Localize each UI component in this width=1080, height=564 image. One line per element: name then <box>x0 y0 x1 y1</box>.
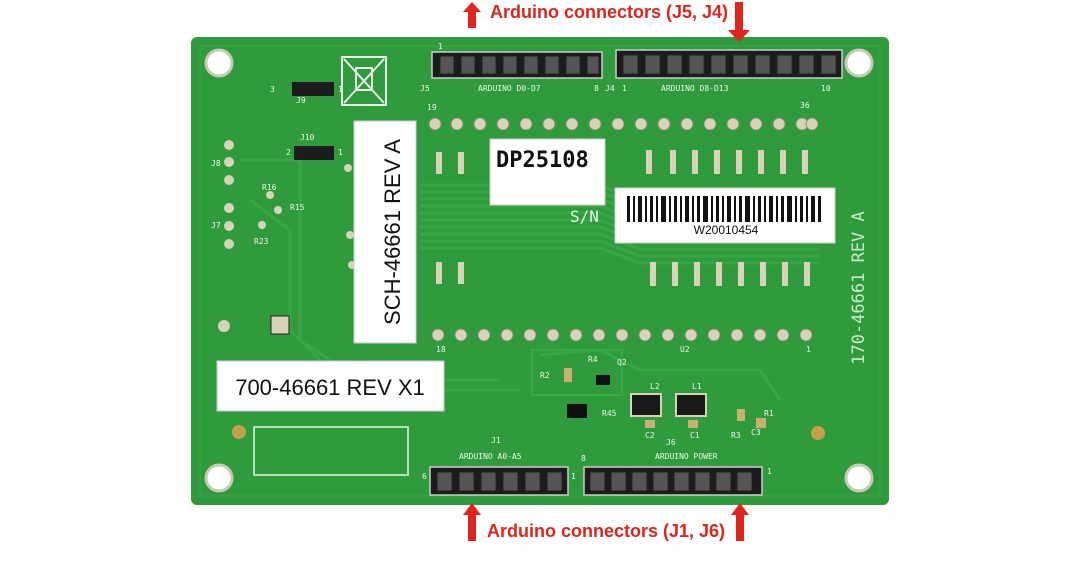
silk-j8: J8 <box>211 159 221 168</box>
silk-j7: J7 <box>211 221 221 230</box>
silk-l2: L2 <box>650 382 660 391</box>
ic-pads-top <box>428 117 819 131</box>
silk-board-id: 170-46661 REV A <box>849 211 869 365</box>
silk-j6-pin1: 1 <box>767 467 772 476</box>
header-j5 <box>431 51 603 79</box>
silk-r4: R4 <box>588 355 598 364</box>
callout-top-connectors: Arduino connectors (J5, J4) <box>490 2 729 22</box>
serial-barcode-sticker <box>614 187 836 244</box>
ic-pads-bottom <box>431 328 813 342</box>
power-circuit <box>531 349 766 428</box>
annotation-arrows <box>463 2 750 541</box>
callout-bottom-connectors: Arduino connectors (J1, J6) <box>487 521 726 541</box>
silk-arduino-d0-d7: ARDUINO D0-D7 <box>478 84 541 93</box>
silk-j10-pin1: 1 <box>338 148 343 157</box>
sch-label-sticker <box>353 120 417 344</box>
silk-pin36: 36 <box>800 101 810 110</box>
silk-j4-pin1: 1 <box>622 84 627 93</box>
silk-arduino-power: ARDUINO POWER <box>655 452 718 461</box>
silkscreen-labels: J5 1 8 ARDUINO D0-D7 J4 1 ARDUINO D8-D13… <box>211 42 831 481</box>
resistor-array-top <box>436 150 808 174</box>
assembly-label-text: 700-46661 REV X1 <box>235 375 425 400</box>
silk-j1-pin1: 1 <box>571 472 576 481</box>
silk-r2: R2 <box>540 371 550 380</box>
silk-j4-pin10: 10 <box>821 84 831 93</box>
silk-r15: R15 <box>290 203 305 212</box>
sch-label-text: SCH-46661 REV A <box>380 139 405 325</box>
serial-number-text: W20010454 <box>694 223 759 237</box>
silk-j9-pin3: 3 <box>270 85 275 94</box>
silk-u2-pin1: 1 <box>806 345 811 354</box>
silk-c1: C1 <box>690 431 700 440</box>
arrow-up-bottom-right-icon <box>731 503 749 541</box>
silk-j5-pin8: 8 <box>594 84 599 93</box>
silk-r1: R1 <box>764 409 774 418</box>
silk-j6-pin8: 8 <box>581 454 586 463</box>
silk-arduino-d8-d13: ARDUINO D8-D13 <box>661 84 729 93</box>
silk-j5-pin1: 1 <box>438 42 443 51</box>
silk-sn: S/N <box>570 207 599 226</box>
silk-j5: J5 <box>420 84 430 93</box>
silk-j10: J10 <box>300 133 315 142</box>
header-j4 <box>615 49 843 79</box>
silk-r45: R45 <box>602 409 617 418</box>
silk-l1: L1 <box>692 382 702 391</box>
silk-arduino-a0-a5: ARDUINO A0-A5 <box>459 452 522 461</box>
silk-j10-pin2: 2 <box>286 148 291 157</box>
resistor-array-bottom <box>436 262 810 286</box>
silk-r16: R16 <box>262 183 277 192</box>
silk-j4: J4 <box>605 84 615 93</box>
silk-r23: R23 <box>254 237 269 246</box>
silk-pin19: 19 <box>427 103 437 112</box>
silk-j9-pin1: 1 <box>338 85 343 94</box>
silk-q2: Q2 <box>617 358 627 367</box>
dp-label-text: DP25108 <box>496 148 589 173</box>
silk-c3: C3 <box>751 428 761 437</box>
silk-c2: C2 <box>645 431 655 440</box>
silk-outline <box>253 426 409 476</box>
mounting-holes <box>204 48 874 493</box>
header-j1 <box>429 466 569 496</box>
silk-u2: U2 <box>680 345 690 354</box>
arrow-up-left-icon <box>463 2 481 28</box>
arrow-up-bottom-left-icon <box>463 503 481 541</box>
barcode-graphic <box>627 196 821 222</box>
silk-r3: R3 <box>731 431 741 440</box>
header-j6 <box>583 466 763 496</box>
arrow-down-right-icon <box>728 2 750 42</box>
silk-j9: J9 <box>296 96 306 105</box>
silk-j1-pin6: 6 <box>422 472 427 481</box>
dp-label-sticker <box>489 138 606 206</box>
assembly-label-sticker <box>216 360 445 412</box>
silk-j6: J6 <box>666 438 676 447</box>
weee-bin-icon <box>341 56 387 106</box>
left-connectors <box>218 82 356 335</box>
silk-j1: J1 <box>491 436 501 445</box>
silk-pin18: 18 <box>436 345 446 354</box>
